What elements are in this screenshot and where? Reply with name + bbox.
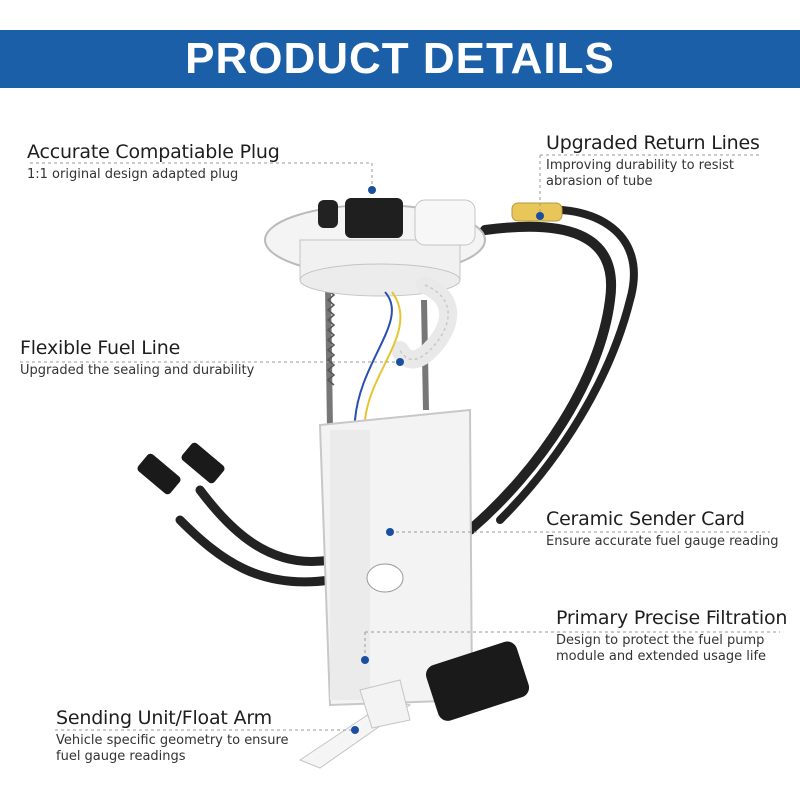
feature-ceramic-sender: Ceramic Sender Card Ensure accurate fuel…	[546, 508, 786, 550]
feature-title: Upgraded Return Lines	[546, 132, 760, 154]
feature-desc: 1:1 original design adapted plug	[27, 167, 239, 182]
feature-desc: Upgraded the sealing and durability	[20, 363, 255, 378]
header-banner: PRODUCT DETAILS	[0, 30, 800, 88]
feature-desc: Design to protect the fuel pump module a…	[556, 633, 767, 664]
feature-return-lines: Upgraded Return Lines Improving durabili…	[546, 132, 786, 190]
feature-title: Ceramic Sender Card	[546, 508, 745, 530]
feature-title: Sending Unit/Float Arm	[56, 707, 272, 729]
page-title: PRODUCT DETAILS	[185, 34, 615, 83]
feature-float-arm: Sending Unit/Float Arm Vehicle specific …	[56, 707, 306, 765]
feature-desc: Vehicle specific geometry to ensure fuel…	[56, 733, 289, 764]
feature-flexible-fuel-line: Flexible Fuel Line Upgraded the sealing …	[20, 337, 340, 379]
feature-title: Flexible Fuel Line	[20, 337, 181, 359]
feature-desc: Improving durability to resist abrasion …	[546, 158, 734, 189]
feature-precise-filtration: Primary Precise Filtration Design to pro…	[556, 607, 788, 665]
feature-accurate-plug: Accurate Compatiable Plug 1:1 original d…	[27, 141, 347, 183]
feature-desc: Ensure accurate fuel gauge reading	[546, 534, 779, 549]
feature-title: Primary Precise Filtration	[556, 607, 788, 629]
feature-title: Accurate Compatiable Plug	[27, 141, 280, 163]
